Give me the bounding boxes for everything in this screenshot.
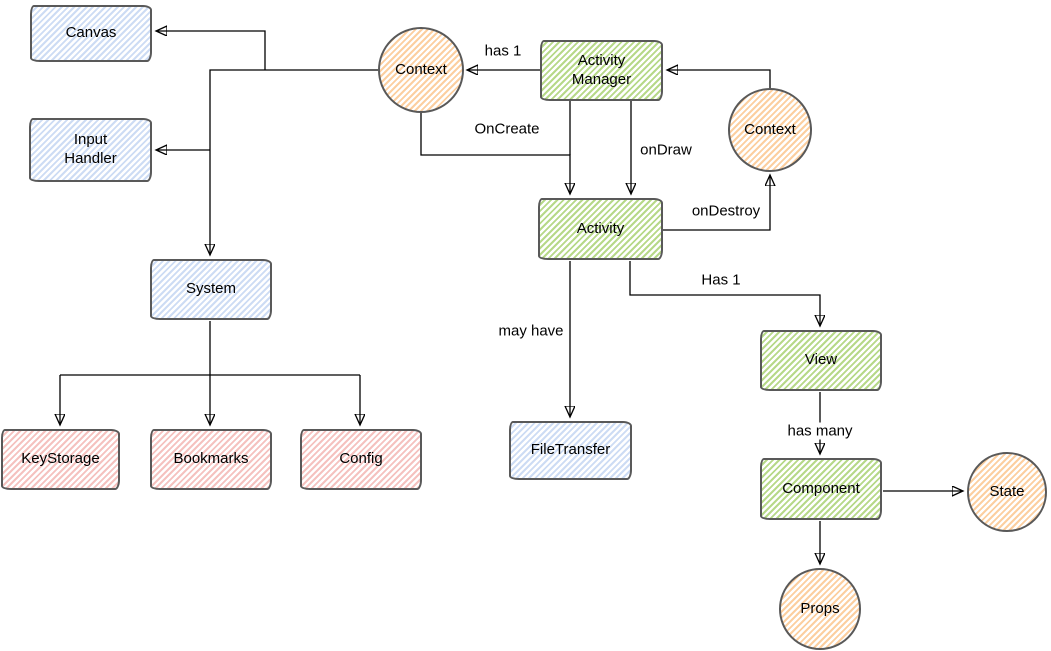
node-context-right: Context xyxy=(728,88,812,172)
node-component: Component xyxy=(760,458,882,520)
edge-label-has-1-view: Has 1 xyxy=(698,271,744,289)
node-keystorage-label: KeyStorage xyxy=(21,450,100,468)
edge-label-has-1-context: has 1 xyxy=(481,42,525,60)
node-context-left-label: Context xyxy=(395,60,447,78)
edge-context-oncreate-to-activity xyxy=(420,113,570,193)
node-bookmarks-label: Bookmarks xyxy=(173,450,249,468)
node-component-label: Component xyxy=(782,479,860,497)
edge-label-ondraw: onDraw xyxy=(637,141,695,159)
node-props-label: Props xyxy=(800,599,840,617)
edge-activity-has1-to-view xyxy=(629,261,820,325)
node-filetransfer-label: FileTransfer xyxy=(530,441,611,459)
node-input-handler: Input Handler xyxy=(29,118,152,182)
node-input-handler-label: Input Handler xyxy=(64,131,117,167)
node-view: View xyxy=(760,330,882,391)
node-activity-manager: Activity Manager xyxy=(540,40,663,101)
node-canvas: Canvas xyxy=(30,5,152,62)
node-config: Config xyxy=(300,429,422,490)
edge-label-may-have: may have xyxy=(495,322,567,340)
node-activity: Activity xyxy=(538,198,663,260)
node-view-label: View xyxy=(804,351,838,369)
edge-hub-to-canvas xyxy=(157,31,266,70)
node-state-label: State xyxy=(989,482,1025,500)
edge-activity-ondestroy-to-context xyxy=(663,176,770,231)
node-activity-label: Activity xyxy=(576,219,625,237)
node-filetransfer: FileTransfer xyxy=(509,421,632,480)
node-bookmarks: Bookmarks xyxy=(150,429,272,490)
node-system: System xyxy=(150,259,272,320)
edge-label-ondestroy: onDestroy xyxy=(688,202,764,220)
node-props: Props xyxy=(779,568,861,650)
node-context-right-label: Context xyxy=(744,120,796,138)
edge-label-oncreate: OnCreate xyxy=(471,120,543,138)
node-state: State xyxy=(967,452,1047,532)
edge-context-to-system xyxy=(210,69,378,254)
node-system-label: System xyxy=(185,280,236,298)
node-config-label: Config xyxy=(339,450,383,468)
edge-label-has-many: has many xyxy=(784,422,856,440)
node-keystorage: KeyStorage xyxy=(1,429,120,490)
node-context-left: Context xyxy=(378,27,464,113)
node-canvas-label: Canvas xyxy=(65,24,117,42)
edge-context-right-to-activitymanager xyxy=(668,70,771,88)
node-activity-manager-label: Activity Manager xyxy=(571,51,632,88)
